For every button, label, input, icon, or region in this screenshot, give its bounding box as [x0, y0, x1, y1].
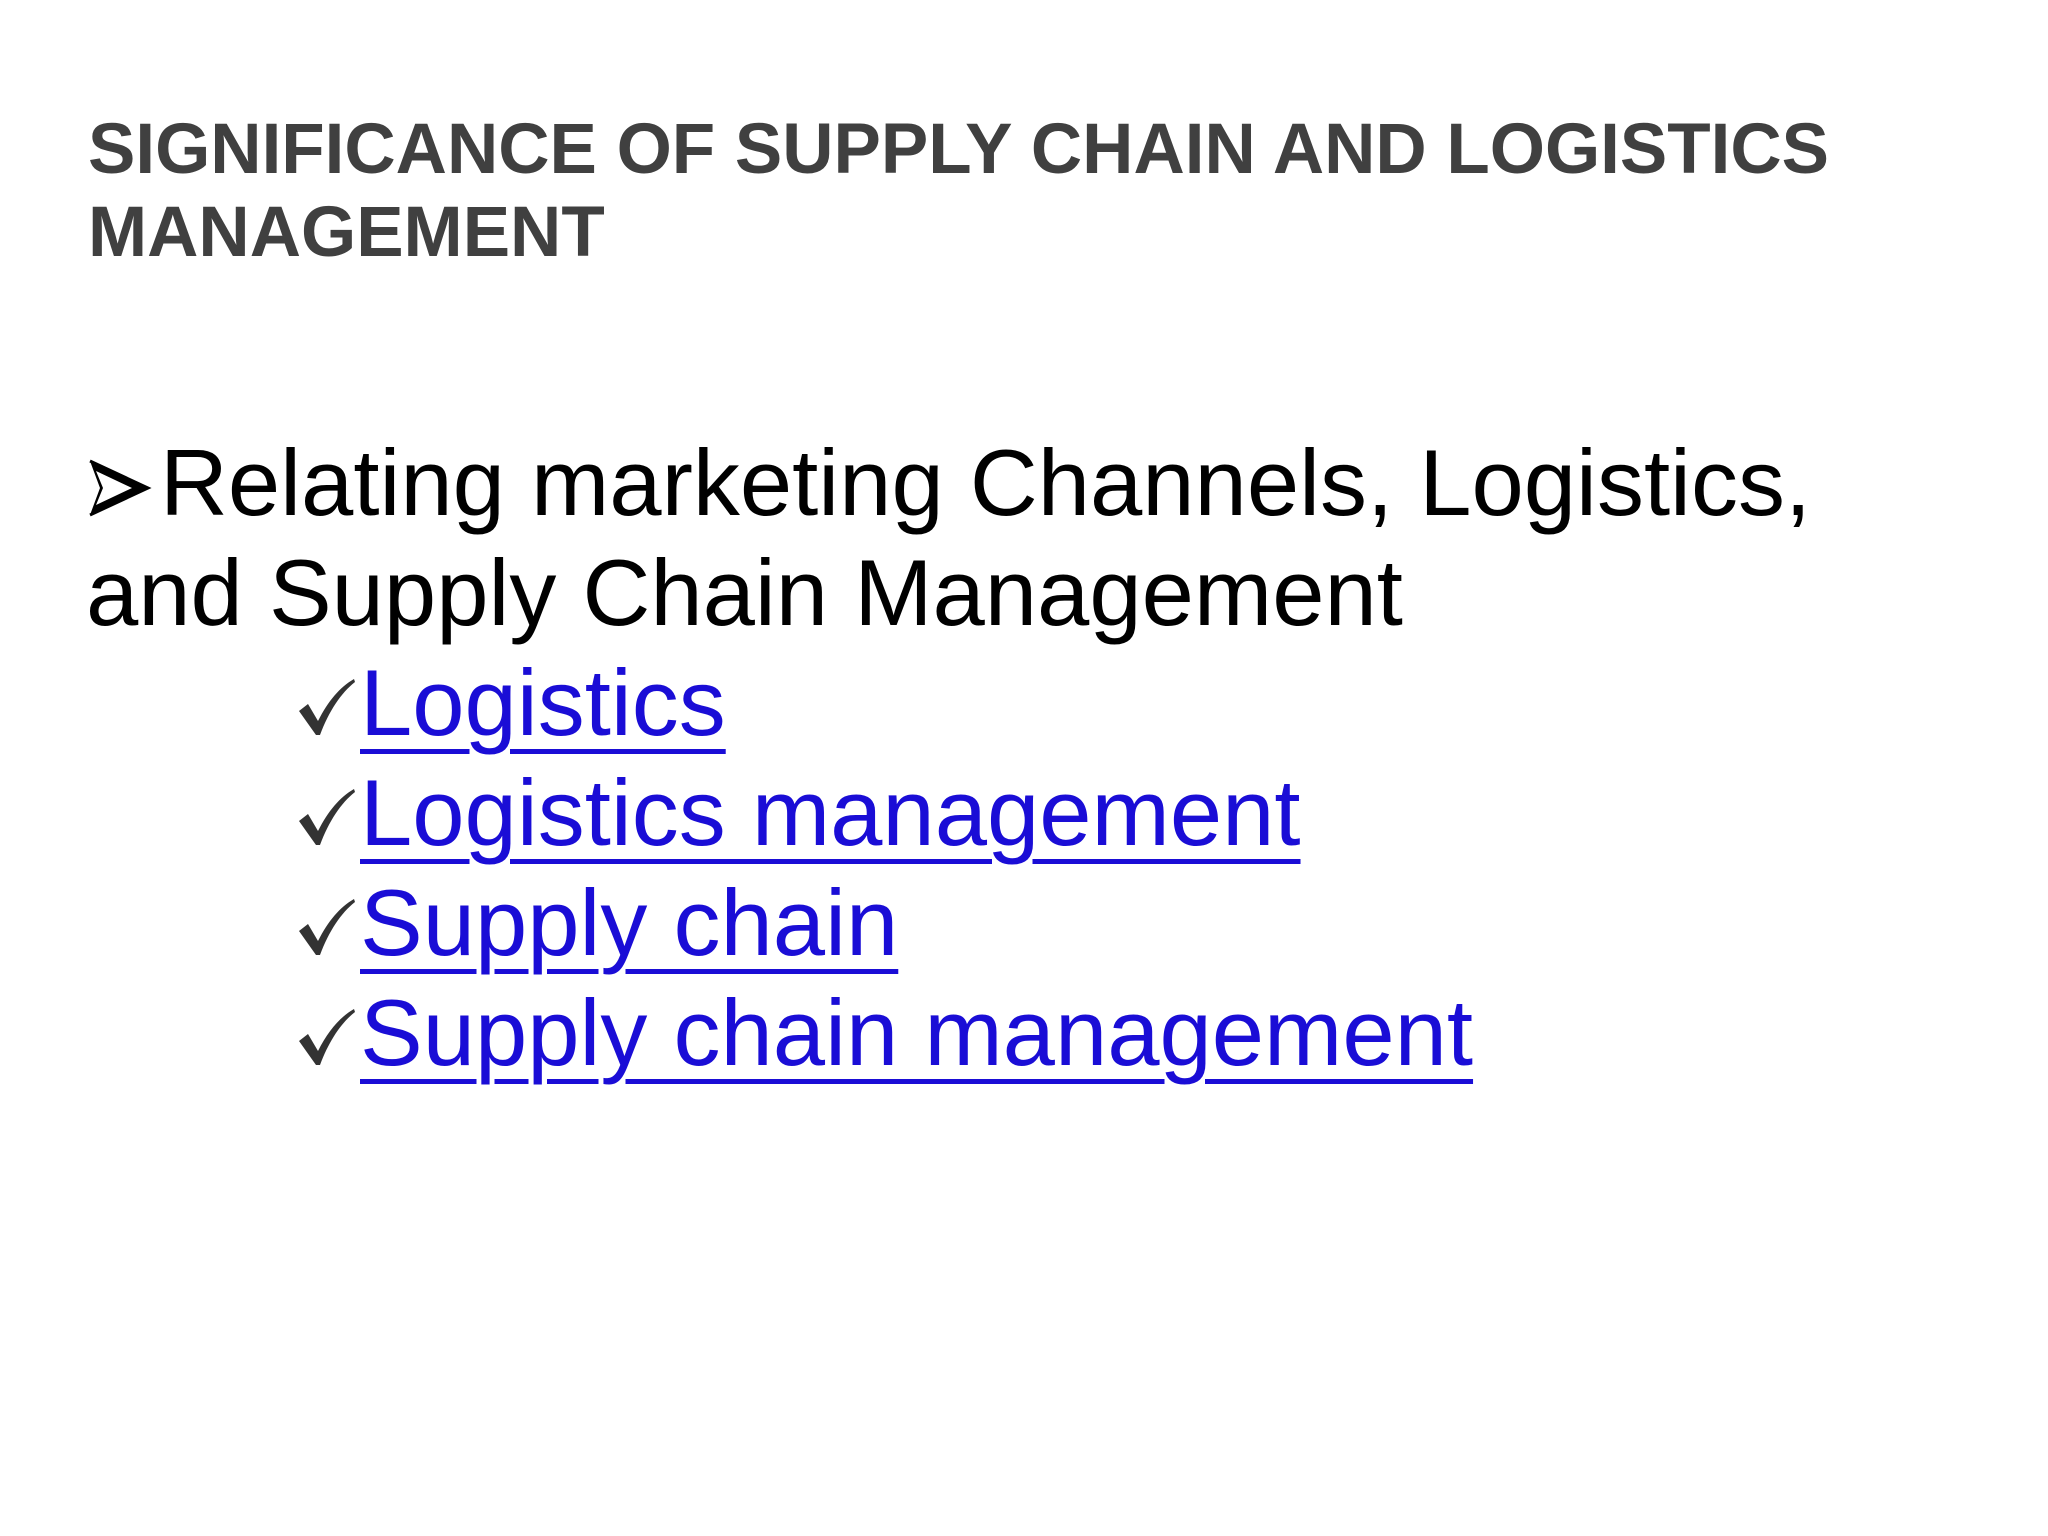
checkmark-icon	[296, 978, 360, 1088]
checkmark-icon	[296, 648, 360, 758]
sub-item-logistics: Logistics	[296, 648, 1473, 758]
arrow-right-icon	[86, 428, 152, 538]
sub-item-supply-chain: Supply chain	[296, 868, 1473, 978]
logistics-link[interactable]: Logistics	[360, 650, 726, 755]
slide-title: SIGNIFICANCE OF SUPPLY CHAIN AND LOGISTI…	[88, 110, 1829, 272]
main-bullet-text: Relating marketing Channels, Logistics, …	[86, 430, 1812, 645]
main-bullet: Relating marketing Channels, Logistics, …	[86, 428, 1986, 648]
sub-item-list: Logistics Logistics management Supply ch…	[296, 648, 1473, 1088]
supply-chain-link[interactable]: Supply chain	[360, 870, 899, 975]
logistics-management-link[interactable]: Logistics management	[360, 760, 1301, 865]
sub-item-supply-chain-management: Supply chain management	[296, 978, 1473, 1088]
sub-item-logistics-management: Logistics management	[296, 758, 1473, 868]
supply-chain-management-link[interactable]: Supply chain management	[360, 980, 1474, 1085]
checkmark-icon	[296, 868, 360, 978]
checkmark-icon	[296, 758, 360, 868]
